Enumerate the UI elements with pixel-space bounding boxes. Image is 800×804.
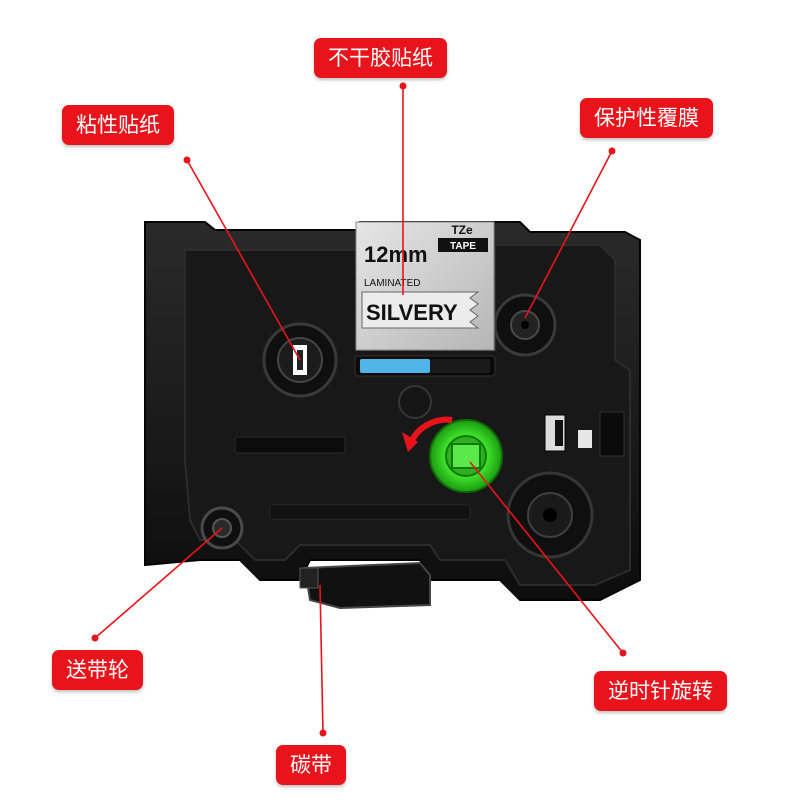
- callout-adhesive-sticker: 粘性贴纸: [62, 105, 174, 145]
- label-model: TZe: [451, 223, 473, 237]
- label-color-name: SILVERY: [366, 300, 458, 325]
- callout-counterclockwise: 逆时针旋转: [594, 671, 727, 711]
- rotation-arrow-icon: [402, 416, 453, 452]
- callout-non-adhesive-sticker: 不干胶贴纸: [314, 38, 447, 78]
- leader-dots: [91, 82, 627, 737]
- leader-lines: [94, 86, 624, 734]
- tape-window: [354, 355, 496, 377]
- callout-feed-wheel: 送带轮: [52, 650, 143, 690]
- label-width: 12mm: [364, 242, 428, 267]
- callout-ribbon: 碳带: [276, 745, 346, 785]
- label-laminated: LAMINATED: [364, 278, 421, 289]
- tape-label: TZe TAPE 12mm LAMINATED SILVERY: [355, 221, 495, 351]
- callout-protective-film: 保护性覆膜: [580, 98, 713, 138]
- right-bottom-spool: [506, 471, 594, 559]
- right-top-spool: [493, 293, 557, 357]
- green-spool: [429, 419, 503, 493]
- ribbon-tape: [299, 561, 431, 610]
- label-tape-word: TAPE: [450, 241, 476, 252]
- center-hub: [398, 385, 432, 419]
